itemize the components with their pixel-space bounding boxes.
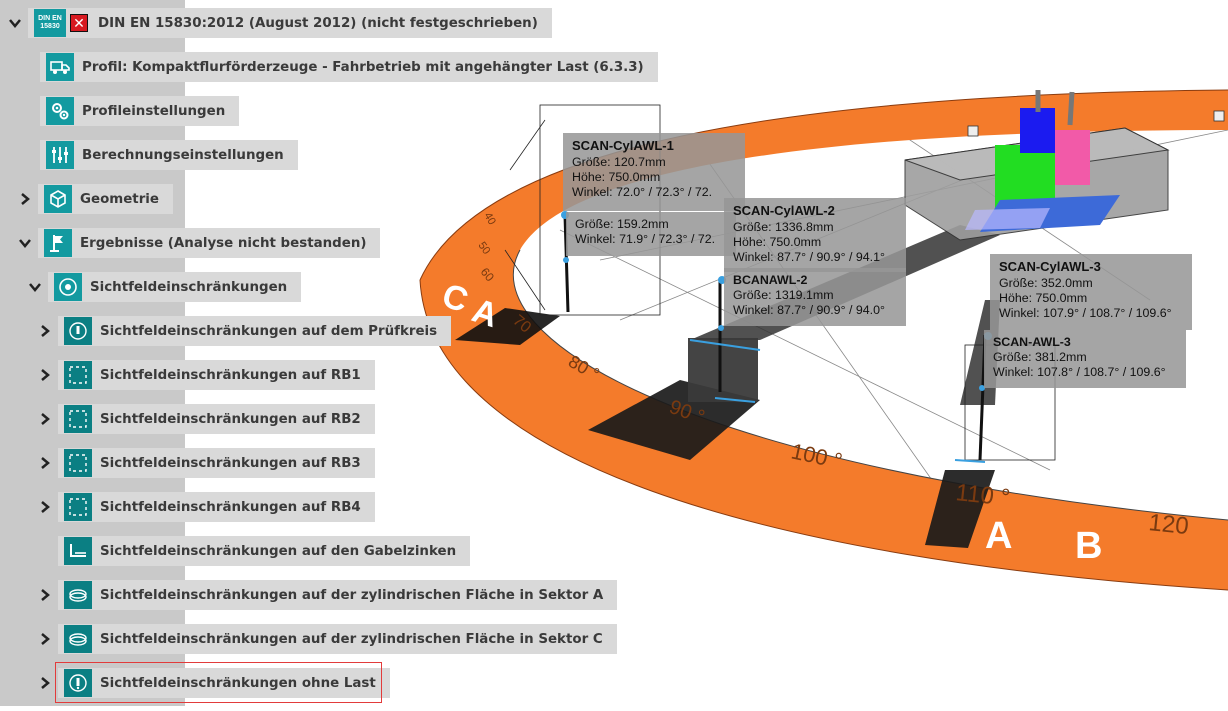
ring-label-sector-b: B: [1075, 525, 1102, 567]
fork-icon: [64, 537, 92, 565]
tree-item-rb2[interactable]: Sichtfeldeinschränkungen auf RB2: [36, 404, 375, 434]
tree-item-label: Sichtfeldeinschränkungen auf RB3: [100, 455, 361, 471]
failed-x-icon: ✕: [70, 14, 88, 32]
ring-label-110: 110 °: [954, 479, 1011, 512]
chevron-down-icon[interactable]: [26, 272, 44, 302]
chevron-right-icon[interactable]: [36, 624, 54, 654]
gears-icon: [46, 97, 74, 125]
chevron-right-icon[interactable]: [36, 360, 54, 390]
tag-line: BCANAWL-2: [733, 273, 808, 287]
scan-tag-awl-1: Größe: 159.2mm Winkel: 71.9° / 72.3° / 7…: [566, 212, 736, 256]
tree-item-label: DIN EN 15830:2012 (August 2012) (nicht f…: [98, 15, 538, 31]
ring-label-120: 120: [1147, 509, 1190, 540]
tag-line: Höhe: 750.0mm: [733, 235, 822, 249]
ring-label-40: 40: [481, 211, 498, 228]
tag-line: Winkel: 72.0° / 72.3° / 72.: [572, 185, 713, 199]
tree-item-profileinstellungen[interactable]: Profileinstellungen: [40, 96, 240, 126]
tree-item-label: Ergebnisse (Analyse nicht bestanden): [80, 235, 367, 251]
chevron-right-icon[interactable]: [16, 184, 34, 214]
cube-icon: [44, 185, 72, 213]
tag-title: SCAN-CylAWL-3: [999, 259, 1101, 274]
tree-item-pruefkreis[interactable]: Sichtfeldeinschränkungen auf dem Prüfkre…: [36, 316, 452, 346]
tag-line: Größe: 120.7mm: [572, 155, 666, 169]
no-load-icon: [64, 669, 92, 697]
tag-line: Größe: 1336.8mm: [733, 220, 834, 234]
tree-item-label: Sichtfeldeinschränkungen auf den Gabelzi…: [100, 543, 457, 559]
tree-item-label: Profileinstellungen: [82, 103, 226, 119]
chevron-down-icon[interactable]: [16, 228, 34, 258]
scan-tag-cylawl-1: SCAN-CylAWL-1 Größe: 120.7mm Höhe: 750.0…: [563, 133, 745, 211]
tree-item-sichtfeldeinschraenkungen[interactable]: Sichtfeldeinschränkungen: [26, 272, 302, 302]
tag-title: SCAN-CylAWL-1: [572, 138, 674, 153]
cylinder-icon: [64, 581, 92, 609]
tree-item-label: Geometrie: [80, 191, 159, 207]
cylinder-icon: [64, 625, 92, 653]
flag-icon: [44, 229, 72, 257]
tag-line: Winkel: 87.7° / 90.9° / 94.1°: [733, 250, 885, 264]
visibility-icon: [54, 273, 82, 301]
tag-line: Größe: 159.2mm: [575, 217, 669, 231]
sliders-icon: [46, 141, 74, 169]
tag-title: SCAN-CylAWL-2: [733, 203, 835, 218]
tree-item-label: Profil: Kompaktflurförderzeuge - Fahrbet…: [82, 59, 644, 75]
scan-tag-awl-2: BCANAWL-2 Größe: 1319.1mm Winkel: 87.7° …: [724, 268, 906, 326]
tag-line: Höhe: 750.0mm: [572, 170, 661, 184]
tag-line: Winkel: 107.8° / 108.7° / 109.6°: [993, 365, 1166, 379]
tree-item-label: Sichtfeldeinschränkungen auf RB4: [100, 499, 361, 515]
chevron-right-icon[interactable]: [36, 404, 54, 434]
tree-item-gabelzinken[interactable]: Sichtfeldeinschränkungen auf den Gabelzi…: [58, 536, 471, 566]
chevron-right-icon[interactable]: [36, 668, 54, 698]
tag-line: Größe: 352.0mm: [999, 276, 1093, 290]
rb-icon: [64, 405, 92, 433]
tree-item-ergebnisse[interactable]: Ergebnisse (Analyse nicht bestanden): [16, 228, 381, 258]
tree-item-label: Sichtfeldeinschränkungen auf RB1: [100, 367, 361, 383]
tree-item-label: Sichtfeldeinschränkungen auf dem Prüfkre…: [100, 323, 438, 339]
tag-line: Größe: 381.2mm: [993, 350, 1087, 364]
tree-item-geometrie[interactable]: Geometrie: [16, 184, 173, 214]
tree-item-rb3[interactable]: Sichtfeldeinschränkungen auf RB3: [36, 448, 375, 478]
tree-item-rb1[interactable]: Sichtfeldeinschränkungen auf RB1: [36, 360, 375, 390]
tree-item-label: Sichtfeldeinschränkungen auf der zylindr…: [100, 631, 603, 647]
truck-icon: [46, 53, 74, 81]
ring-label-sector-a: A: [985, 515, 1012, 557]
tag-line: Winkel: 107.9° / 108.7° / 109.6°: [999, 306, 1172, 320]
chevron-right-icon[interactable]: [36, 448, 54, 478]
tag-line: Winkel: 87.7° / 90.9° / 94.0°: [733, 303, 885, 317]
vehicle-model[interactable]: [904, 90, 1170, 241]
scan-tag-awl-3: SCAN-AWL-3 Größe: 381.2mm Winkel: 107.8°…: [984, 330, 1186, 388]
tree-item-rb4[interactable]: Sichtfeldeinschränkungen auf RB4: [36, 492, 375, 522]
tag-line: Winkel: 71.9° / 72.3° / 72.: [575, 232, 716, 246]
tag-line: SCAN-AWL-3: [993, 335, 1071, 349]
tag-line: Höhe: 750.0mm: [999, 291, 1088, 305]
tree-item-sektor-c[interactable]: Sichtfeldeinschränkungen auf der zylindr…: [36, 624, 617, 654]
chevron-right-icon[interactable]: [36, 316, 54, 346]
tree-item-ohne-last[interactable]: Sichtfeldeinschränkungen ohne Last: [36, 668, 390, 698]
tree-item-label: Berechnungseinstellungen: [82, 147, 284, 163]
rb-icon: [64, 493, 92, 521]
tree-item-berechnungseinstellungen[interactable]: Berechnungseinstellungen: [40, 140, 298, 170]
chevron-down-icon[interactable]: [6, 8, 24, 38]
tree-item-profil[interactable]: Profil: Kompaktflurförderzeuge - Fahrbet…: [40, 52, 658, 82]
chevron-right-icon[interactable]: [36, 580, 54, 610]
tree-item-label: Sichtfeldeinschränkungen auf RB2: [100, 411, 361, 427]
rb-icon: [64, 361, 92, 389]
rb-icon: [64, 449, 92, 477]
ring-label-50: 50: [476, 240, 493, 257]
scan-tag-cylawl-2: SCAN-CylAWL-2 Größe: 1336.8mm Höhe: 750.…: [724, 198, 906, 272]
test-circle-ring: [420, 90, 1228, 590]
tag-line: Größe: 1319.1mm: [733, 288, 834, 302]
tree-item-label: Sichtfeldeinschränkungen: [90, 279, 288, 295]
tree-item-sektor-a[interactable]: Sichtfeldeinschränkungen auf der zylindr…: [36, 580, 618, 610]
scan-tag-cylawl-3: SCAN-CylAWL-3 Größe: 352.0mm Höhe: 750.0…: [990, 254, 1192, 330]
circle-test-icon: [64, 317, 92, 345]
tree-item-label: Sichtfeldeinschränkungen ohne Last: [100, 675, 376, 691]
chevron-right-icon[interactable]: [36, 492, 54, 522]
tree-item-label: Sichtfeldeinschränkungen auf der zylindr…: [100, 587, 604, 603]
